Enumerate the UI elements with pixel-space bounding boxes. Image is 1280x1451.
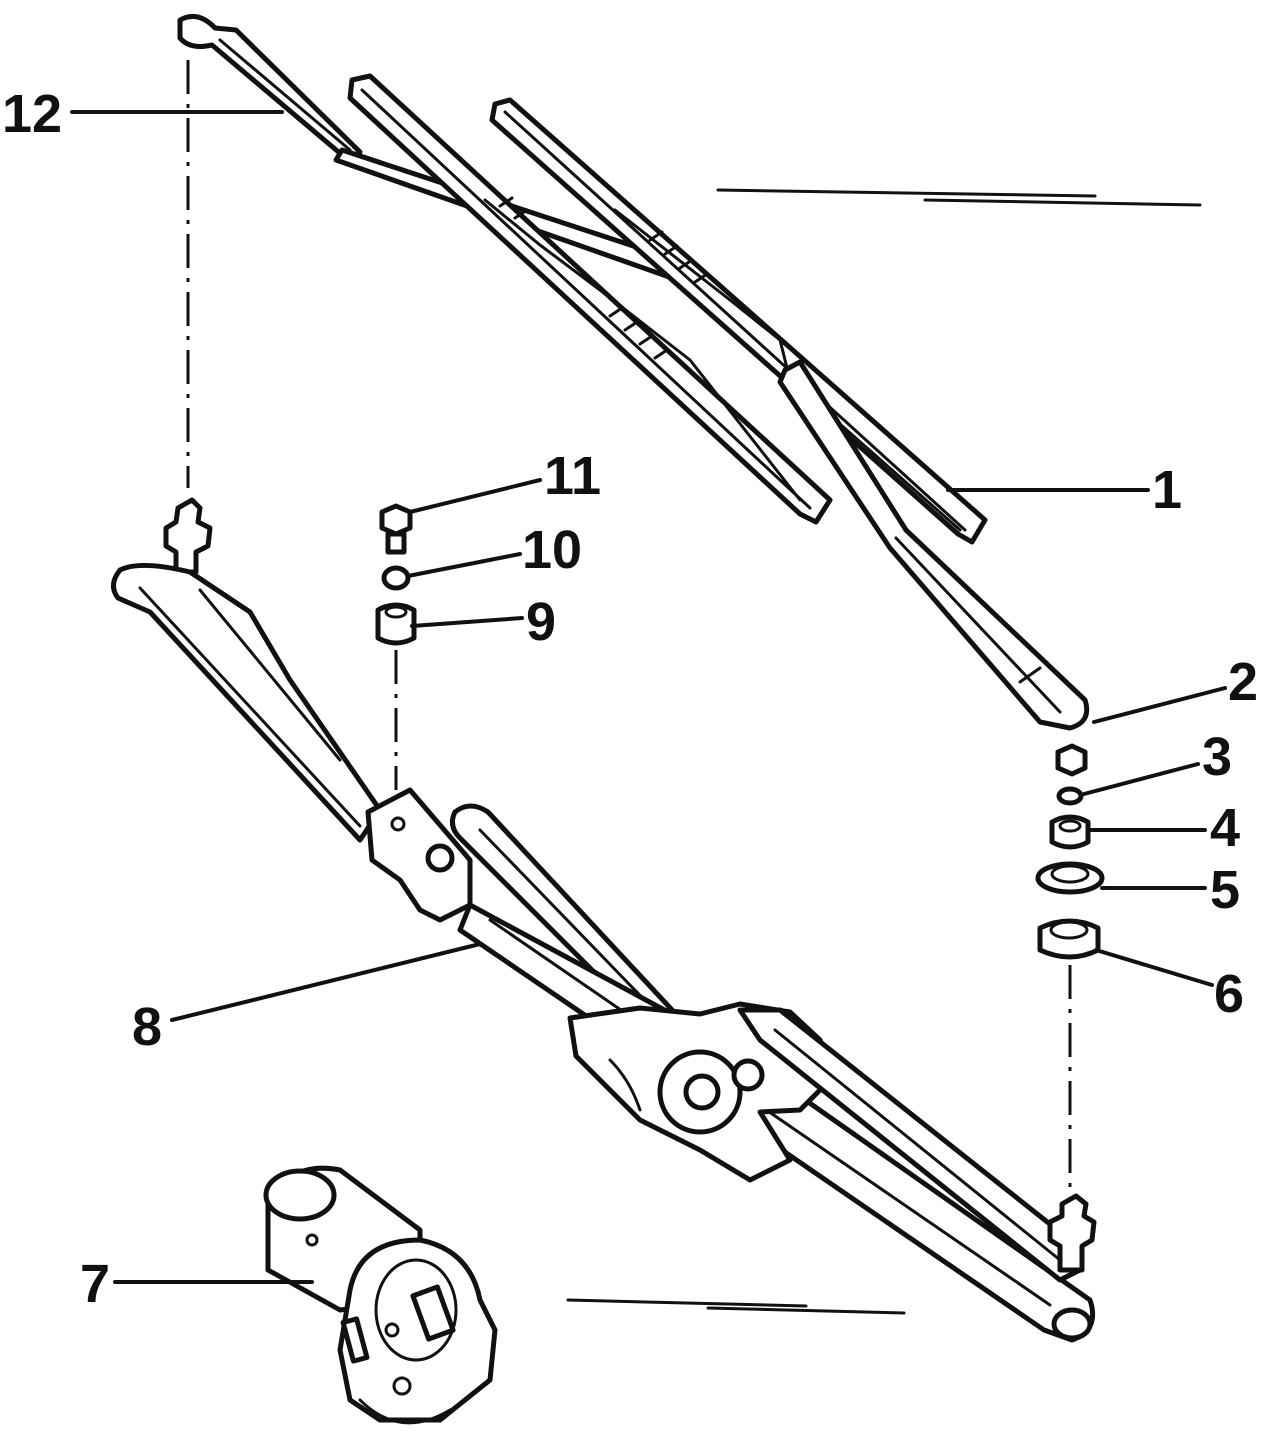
mount-grommet bbox=[375, 602, 417, 646]
callout-6: 6 bbox=[1094, 948, 1244, 1024]
callout-4-label: 4 bbox=[1210, 798, 1240, 858]
callout-7-label: 7 bbox=[80, 1254, 110, 1314]
callout-9-label: 9 bbox=[526, 592, 556, 652]
callout-2-leader bbox=[1092, 686, 1227, 724]
callout-11: 11 bbox=[408, 446, 601, 514]
mount-bolt bbox=[379, 503, 413, 555]
left-blade-ribs bbox=[498, 196, 669, 360]
spindle-seal bbox=[1035, 861, 1105, 895]
wiper-motor bbox=[263, 1165, 498, 1425]
callout-9: 9 bbox=[410, 592, 556, 652]
callout-3-leader bbox=[1082, 762, 1200, 796]
callout-10-label: 10 bbox=[522, 520, 582, 580]
right-blade-ribs bbox=[648, 230, 709, 284]
decorative-rules bbox=[566, 188, 1202, 1315]
callout-3-label: 3 bbox=[1202, 727, 1232, 787]
assembly-axes bbox=[186, 60, 1072, 1200]
callout-6-label: 6 bbox=[1214, 964, 1244, 1024]
callout-8-leader bbox=[170, 942, 482, 1022]
left-wiper-blade bbox=[347, 73, 833, 525]
callout-5: 5 bbox=[1100, 860, 1240, 920]
callout-2: 2 bbox=[1092, 652, 1258, 724]
callout-1: 1 bbox=[946, 460, 1182, 520]
mount-washer bbox=[381, 565, 411, 591]
right-wiper-arm bbox=[777, 359, 1090, 731]
callout-11-leader bbox=[408, 478, 542, 514]
callout-12-label: 12 bbox=[2, 84, 62, 144]
callout-2-label: 2 bbox=[1228, 652, 1258, 712]
callout-8-label: 8 bbox=[132, 997, 162, 1057]
spindle-bushing bbox=[1049, 814, 1091, 850]
callout-3: 3 bbox=[1082, 727, 1232, 796]
callout-11-label: 11 bbox=[544, 446, 601, 506]
callout-10-leader bbox=[406, 552, 522, 578]
right-wiper-blade bbox=[489, 97, 988, 545]
callout-10: 10 bbox=[406, 520, 582, 580]
callout-4: 4 bbox=[1088, 798, 1240, 858]
callout-5-label: 5 bbox=[1210, 860, 1240, 920]
spindle-grommet bbox=[1037, 918, 1101, 960]
callout-7: 7 bbox=[80, 1254, 314, 1314]
callout-8: 8 bbox=[132, 942, 482, 1057]
callout-12: 12 bbox=[2, 84, 284, 144]
callout-1-label: 1 bbox=[1152, 460, 1182, 520]
callout-6-leader bbox=[1094, 948, 1214, 987]
callout-9-leader bbox=[410, 616, 524, 628]
spindle-nut bbox=[1055, 743, 1088, 777]
wiper-linkage-frame bbox=[111, 497, 1097, 1343]
spindle-washer bbox=[1056, 786, 1084, 806]
